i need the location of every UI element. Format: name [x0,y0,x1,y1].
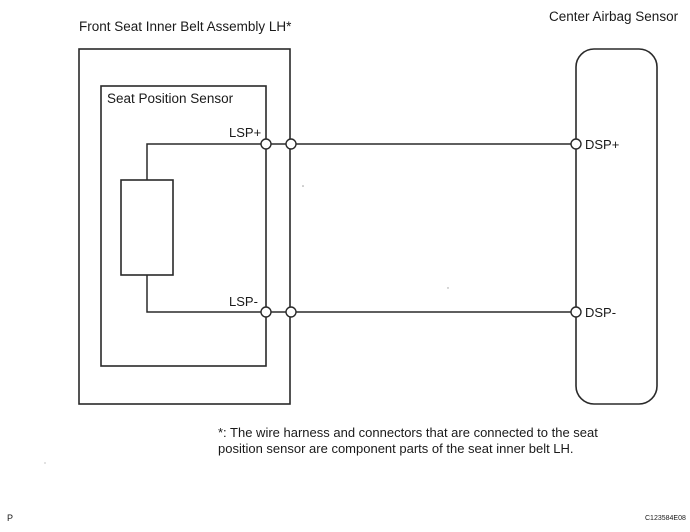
pin-label-dsp-minus: DSP- [585,305,616,320]
terminal-lsp-plus [260,138,272,150]
corner-mark: P [7,513,13,523]
resistor-element [120,179,174,276]
internal-wire-top [146,143,261,180]
scan-speck [447,287,449,289]
seat-position-sensor-box [100,85,267,367]
terminal-lsp-minus [260,306,272,318]
internal-wire-bottom [146,275,261,313]
footnote-line-2: position sensor are component parts of t… [218,441,574,456]
terminal-dsp-plus [570,138,582,150]
pin-label-lsp-plus: LSP+ [229,125,261,140]
center-airbag-sensor-box [575,48,658,405]
pin-label-dsp-plus: DSP+ [585,137,619,152]
footnote-line-1: *: The wire harness and connectors that … [218,425,598,440]
seat-position-sensor-label: Seat Position Sensor [107,91,234,106]
assembly-box [78,48,291,405]
scan-speck [302,185,304,187]
scan-speck [44,462,46,464]
pin-label-lsp-minus: LSP- [229,294,258,309]
connector-node-top [285,138,297,150]
assembly-title: Front Seat Inner Belt Assembly LH* [79,19,292,34]
terminal-dsp-minus [570,306,582,318]
figure-code: C123584E08 [645,515,686,522]
connector-node-bottom [285,306,297,318]
airbag-sensor-title: Center Airbag Sensor [549,9,679,24]
